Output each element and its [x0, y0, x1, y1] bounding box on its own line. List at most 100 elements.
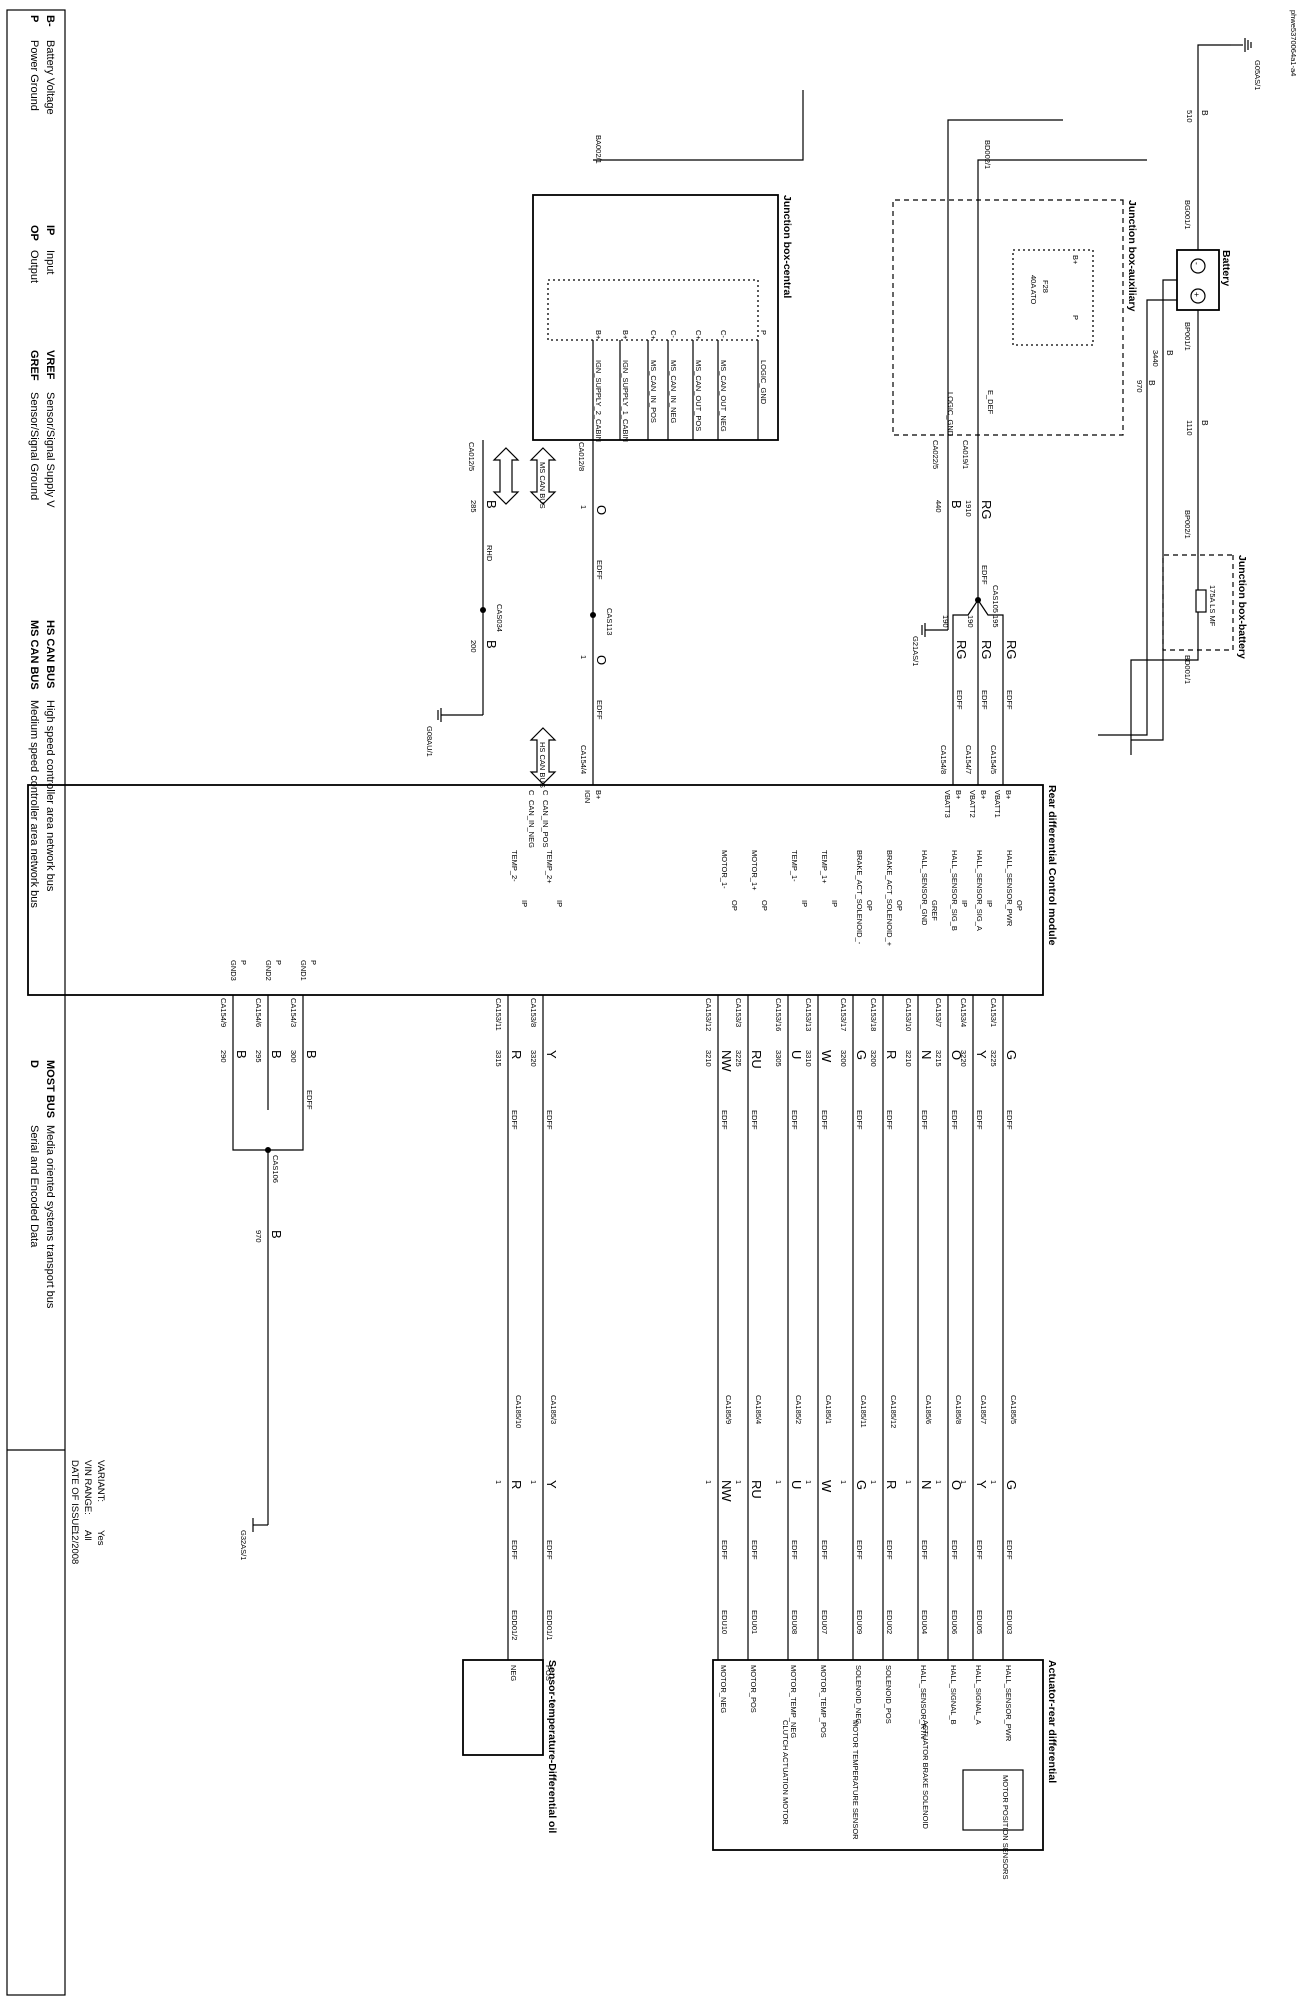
wire-spec: EDFF	[750, 1110, 759, 1130]
connector-label: CA185/11	[859, 1395, 868, 1428]
ground-label: G05AS/1	[1253, 60, 1262, 90]
svg-text:EDFF: EDFF	[885, 1540, 894, 1560]
central-pin: C-MS_CAN_OUT_NEG	[717, 330, 728, 440]
pin-type: C-	[669, 330, 678, 338]
pin-type: B+	[621, 330, 630, 340]
ground-g08au: G08AU/1	[425, 708, 483, 757]
pin-type: OP	[1015, 900, 1024, 911]
signal-wire: OPBRAKE_ACT_SOLENOID_+CA153/18R3200EDFFC…	[869, 850, 904, 1724]
wire-color: O	[949, 1050, 964, 1060]
pin-label: IGN_SUPPLY_1_CABIN	[621, 360, 630, 442]
wire-color: R	[884, 1480, 899, 1489]
svg-text:HS CAN BUS: HS CAN BUS	[44, 620, 56, 688]
connector-label: CA012/8	[577, 442, 586, 471]
pin-label: MOTOR_TEMP_NEG	[789, 1665, 798, 1738]
svg-text:VREF: VREF	[44, 350, 56, 380]
wire-number: 970	[1135, 380, 1144, 393]
wire-color: N	[919, 1050, 934, 1059]
pin-label: VBATT1	[993, 790, 1002, 818]
svg-text:G08AU/1: G08AU/1	[425, 726, 434, 757]
pin-type: B+	[979, 790, 988, 800]
pin-type: C	[527, 790, 536, 796]
central-pin: C+MS_CAN_OUT_POS	[692, 330, 703, 440]
wire-number: 3225	[734, 1050, 743, 1067]
wire-color: G	[1004, 1050, 1019, 1060]
signal-wire: OPMOTOR_1+CA153/3RU3225EDFFCA185/4RU1EDF…	[734, 850, 769, 1713]
svg-text:EDFF: EDFF	[950, 1540, 959, 1560]
pin-type: GREF	[930, 900, 939, 921]
wire-color: U	[789, 1050, 804, 1059]
connector-label: EDU07	[820, 1610, 829, 1634]
connector-label: CA153/13	[804, 998, 813, 1031]
wire-color: B	[304, 1050, 319, 1059]
connector-label: CA012/5	[467, 442, 476, 471]
connector-label: EDU03	[1005, 1610, 1014, 1634]
pin-label: BRAKE_ACT_SOLENOID_+	[885, 850, 894, 947]
wire-color: B	[1200, 420, 1210, 426]
svg-text:High speed controller area net: High speed controller area network bus	[44, 700, 56, 892]
pin-label: HALL_SENSOR_GND	[920, 850, 929, 926]
signal-wire: OPBRAKE_ACT_SOLENOID_-CA153/17G3200EDFFC…	[839, 850, 874, 1724]
signal-wire: OPMOTOR_1-CA153/12NW3210EDFFCA185/9NW1ED…	[704, 850, 739, 1713]
wire-spec: EDFF	[920, 1110, 929, 1130]
svg-text:CAS106: CAS106	[271, 1155, 280, 1183]
connector-label: CA185/1	[824, 1395, 833, 1424]
central-pin: B+ IGN_SUPPLY_1_CABIN	[619, 330, 630, 442]
wire-color: B	[1165, 350, 1175, 356]
svg-text:Medium speed controller area n: Medium speed controller area network bus	[28, 700, 40, 908]
wire-color: O	[594, 505, 609, 515]
wire-number: 3210	[704, 1050, 713, 1067]
component-label: Sensor-temperature-Differential oil	[546, 1660, 558, 1833]
connector-label: CA185/8	[954, 1395, 963, 1424]
pin-type: C+	[649, 330, 658, 340]
svg-text:1: 1	[494, 1480, 503, 1484]
pin-label: TEMP_2+	[545, 850, 554, 884]
svg-text:B-: B-	[44, 15, 56, 27]
pin-label: MS_CAN_OUT_POS	[694, 360, 703, 431]
wire-spec: EDFF	[1005, 1110, 1014, 1130]
connector-label: EDU05	[975, 1610, 984, 1634]
svg-text:O: O	[594, 655, 609, 665]
actuator-rear-differential: Actuator-rear differential MOTOR POSITIO…	[712, 1659, 1058, 1879]
pin-label: BRAKE_ACT_SOLENOID_-	[855, 850, 864, 945]
svg-text:VIN RANGE:: VIN RANGE:	[82, 1460, 93, 1515]
pin-label: GND3	[229, 960, 238, 981]
wire-number: 3310	[804, 1050, 813, 1067]
signal-wire: GREFHALL_SENSOR_GNDCA153/10N3210EDFFCA18…	[904, 850, 939, 1739]
svg-text:EDFF: EDFF	[510, 1540, 519, 1560]
splice-cas113	[590, 612, 596, 618]
svg-text:1: 1	[734, 1480, 743, 1484]
pin-label: MOTOR_NEG	[719, 1665, 728, 1713]
pin-label: TEMP_1-	[790, 850, 799, 882]
svg-text:EDFF: EDFF	[980, 690, 989, 710]
svg-text:F28: F28	[1041, 280, 1050, 293]
svg-text:CAS113: CAS113	[605, 608, 614, 635]
svg-text:EDFF: EDFF	[790, 1540, 799, 1560]
svg-text:CAS105: CAS105	[991, 585, 1000, 613]
splice-cas034	[480, 607, 486, 613]
svg-text:P: P	[28, 15, 40, 22]
connector-label: CA153/11	[494, 998, 503, 1031]
svg-text:1: 1	[804, 1480, 813, 1484]
pin-label: HALL_SENSOR_PWR	[1005, 850, 1014, 927]
connector-label: EDU10	[720, 1610, 729, 1634]
pin-type: IP	[960, 900, 969, 907]
wire-color: Y	[544, 1050, 559, 1059]
connector-label: CA185/2	[794, 1395, 803, 1424]
svg-text:40A ATO: 40A ATO	[1029, 275, 1038, 304]
svg-text:DATE OF ISSUE:: DATE OF ISSUE:	[69, 1460, 80, 1534]
svg-text:EDFF: EDFF	[595, 700, 604, 720]
svg-text:1: 1	[959, 1480, 968, 1484]
connector-label: CA185/7	[979, 1395, 988, 1424]
ground-g05as: G05AS/1	[1231, 38, 1262, 90]
svg-text:B: B	[1147, 380, 1157, 386]
wire-color: G	[1004, 1480, 1019, 1490]
connector-label: CA185/4	[754, 1395, 763, 1424]
svg-text:EDFF: EDFF	[955, 690, 964, 710]
wire-spec: EDFF	[855, 1110, 864, 1130]
pin-type: B+	[954, 790, 963, 800]
svg-text:HS CAN BUS: HS CAN BUS	[538, 742, 547, 788]
